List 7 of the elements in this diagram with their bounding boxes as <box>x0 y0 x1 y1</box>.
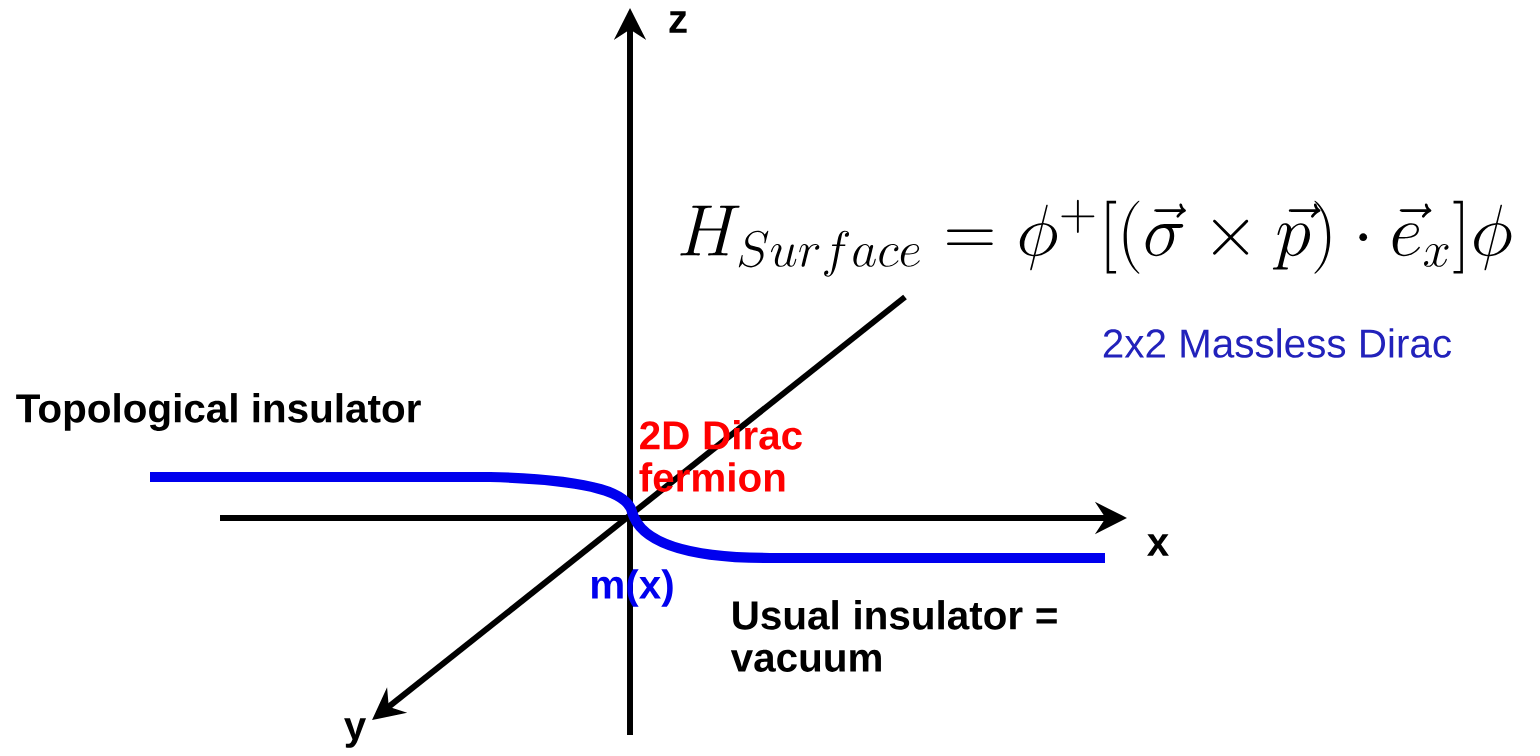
axis-label: z <box>669 11 687 33</box>
annotation-text: 2x2 Massless Dirac <box>1103 328 1451 358</box>
region-label: Usual insulator = vacuum <box>730 600 1057 672</box>
hamiltonian-formula: $H_{Surface} = \phi^{+}[(\vec{\sigma}\times\vec{p})\cdot\vec{e}_{x}]\phi$ <box>680 199 1512 277</box>
axis-label: y <box>344 718 367 748</box>
region-label: Topological insulator <box>16 393 421 431</box>
axis-label: x <box>1147 534 1169 556</box>
